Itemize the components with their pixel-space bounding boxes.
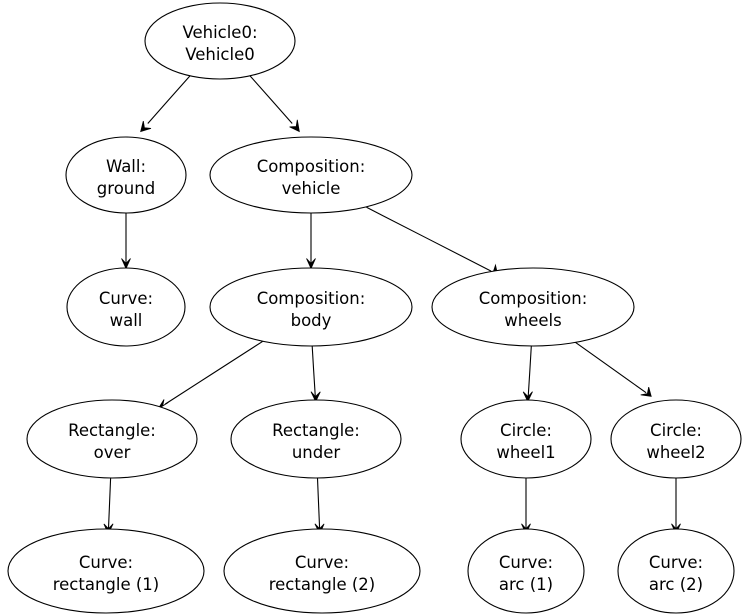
node-label-line2: ground bbox=[97, 179, 155, 198]
edge-rectangle_over-to-curve_rectangle_1 bbox=[103, 478, 114, 535]
edge-vehicle0-to-composition_vehicle bbox=[244, 69, 300, 133]
edge-composition_body-to-rectangle_under bbox=[310, 346, 321, 403]
node-curve_arc_2[interactable]: Curve: arc (2) bbox=[617, 528, 735, 614]
node-label-line2: arc (1) bbox=[499, 575, 553, 594]
node-circle_wheel1[interactable]: Circle: wheel1 bbox=[460, 399, 592, 479]
node-ellipse-icon bbox=[230, 399, 402, 479]
node-label-line1: Curve: bbox=[79, 553, 133, 572]
node-label-line2: wheel2 bbox=[646, 443, 705, 462]
edge-line bbox=[573, 340, 647, 394]
node-label-line1: Rectangle: bbox=[272, 421, 360, 440]
node-ellipse-icon bbox=[467, 528, 585, 614]
edge-line bbox=[366, 206, 492, 272]
node-label-line2: arc (2) bbox=[649, 575, 703, 594]
node-label-line1: Rectangle: bbox=[68, 421, 156, 440]
node-ellipse-icon bbox=[209, 267, 413, 347]
node-label-line2: rectangle (1) bbox=[53, 575, 160, 594]
node-label-line2: rectangle (2) bbox=[269, 575, 376, 594]
arrowhead-icon bbox=[121, 258, 131, 270]
arrowhead-icon bbox=[158, 399, 169, 409]
edge-line bbox=[244, 69, 293, 124]
node-curve_rectangle_2[interactable]: Curve: rectangle (2) bbox=[223, 528, 421, 614]
node-rectangle_over[interactable]: Rectangle: over bbox=[26, 399, 198, 479]
node-ellipse-icon bbox=[26, 399, 198, 479]
edge-composition_vehicle-to-composition_wheels bbox=[366, 206, 499, 275]
node-label-line1: Curve: bbox=[649, 553, 703, 572]
arrowhead-icon bbox=[310, 391, 321, 403]
node-label-line1: Composition: bbox=[479, 289, 588, 308]
edge-line bbox=[527, 346, 532, 397]
node-wall_ground[interactable]: Wall: ground bbox=[65, 136, 187, 214]
node-label-line1: Wall: bbox=[106, 157, 146, 176]
node-curve_rectangle_1[interactable]: Curve: rectangle (1) bbox=[7, 528, 205, 614]
arrowhead-icon bbox=[140, 121, 152, 133]
node-curve_wall[interactable]: Curve: wall bbox=[66, 267, 186, 347]
edge-vehicle0-to-wall_ground bbox=[140, 69, 196, 133]
node-label-line1: Composition: bbox=[257, 157, 366, 176]
node-label-line1: Circle: bbox=[650, 421, 702, 440]
edge-circle_wheel1-to-curve_arc_1 bbox=[521, 478, 531, 535]
node-curve_arc_1[interactable]: Curve: arc (1) bbox=[467, 528, 585, 614]
node-composition_wheels[interactable]: Composition: wheels bbox=[431, 267, 635, 347]
node-label-line1: Circle: bbox=[500, 421, 552, 440]
node-ellipse-icon bbox=[431, 267, 635, 347]
edge-circle_wheel2-to-curve_arc_2 bbox=[671, 478, 681, 535]
node-label-line2: Vehicle0 bbox=[185, 45, 255, 64]
node-label-line1: Curve: bbox=[295, 553, 349, 572]
node-label-line2: wheel1 bbox=[496, 443, 555, 462]
edge-wall_ground-to-curve_wall bbox=[121, 213, 131, 270]
node-vehicle0[interactable]: Vehicle0: Vehicle0 bbox=[144, 2, 296, 80]
edge-line bbox=[316, 478, 321, 529]
node-label-line1: Vehicle0: bbox=[182, 23, 257, 42]
arrowhead-icon bbox=[306, 258, 316, 270]
arrowhead-icon bbox=[522, 391, 533, 403]
node-ellipse-icon bbox=[7, 528, 205, 614]
node-ellipse-icon bbox=[66, 267, 186, 347]
edge-line bbox=[311, 346, 316, 397]
edge-composition_wheels-to-circle_wheel1 bbox=[522, 346, 533, 403]
node-label-line1: Curve: bbox=[499, 553, 553, 572]
edge-composition_vehicle-to-composition_body bbox=[306, 213, 316, 270]
edge-line bbox=[147, 69, 196, 124]
node-composition_vehicle[interactable]: Composition: vehicle bbox=[209, 136, 413, 214]
node-circle_wheel2[interactable]: Circle: wheel2 bbox=[610, 399, 742, 479]
edge-line bbox=[107, 478, 112, 529]
arrowhead-icon bbox=[640, 386, 652, 397]
node-ellipse-icon bbox=[209, 136, 413, 214]
node-ellipse-icon bbox=[223, 528, 421, 614]
edge-composition_body-to-rectangle_over bbox=[158, 340, 263, 409]
edge-rectangle_under-to-curve_rectangle_2 bbox=[314, 478, 325, 535]
node-label-line2: under bbox=[292, 443, 341, 462]
node-label-line2: over bbox=[94, 443, 131, 462]
node-label-line2: vehicle bbox=[282, 179, 341, 198]
node-ellipse-icon bbox=[144, 2, 296, 80]
node-label-line2: wheels bbox=[504, 311, 561, 330]
node-composition_body[interactable]: Composition: body bbox=[209, 267, 413, 347]
nodes-layer: Vehicle0:Vehicle0Wall:groundComposition:… bbox=[7, 2, 742, 614]
edge-line bbox=[164, 340, 263, 405]
node-label-line2: wall bbox=[110, 311, 143, 330]
node-label-line2: body bbox=[291, 311, 332, 330]
node-rectangle_under[interactable]: Rectangle: under bbox=[230, 399, 402, 479]
arrowhead-icon bbox=[289, 119, 300, 133]
node-ellipse-icon bbox=[460, 399, 592, 479]
node-label-line1: Curve: bbox=[99, 289, 153, 308]
node-ellipse-icon bbox=[617, 528, 735, 614]
edge-composition_wheels-to-circle_wheel2 bbox=[573, 340, 652, 397]
node-ellipse-icon bbox=[65, 136, 187, 214]
node-ellipse-icon bbox=[610, 399, 742, 479]
node-label-line1: Composition: bbox=[257, 289, 366, 308]
